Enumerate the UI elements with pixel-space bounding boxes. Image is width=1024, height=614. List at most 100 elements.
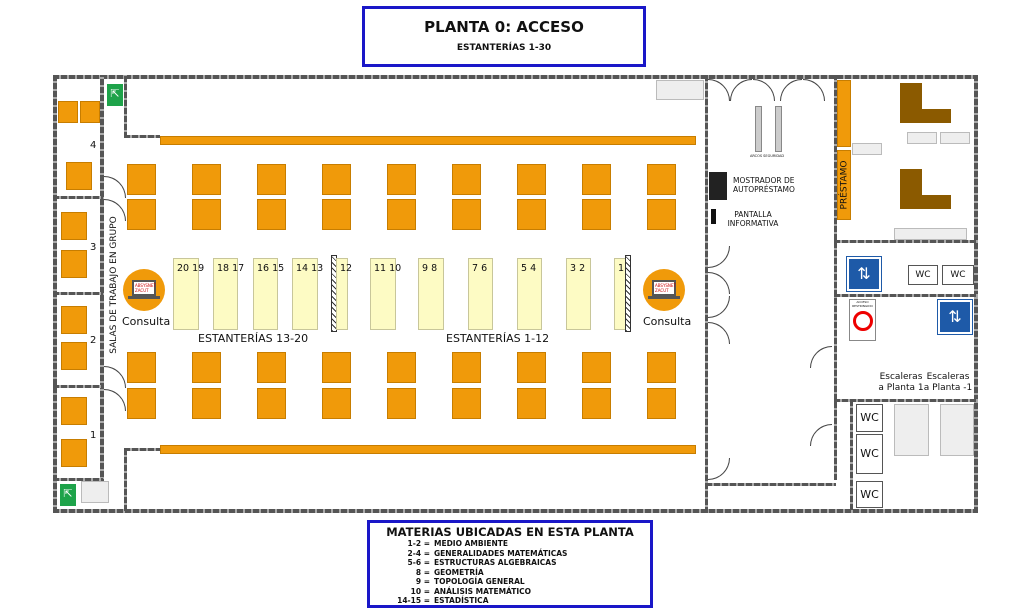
page-title: PLANTA 0: ACCESO [424, 18, 584, 36]
legend-subject: GENERALIDADES MATEMÁTICAS [434, 548, 568, 558]
room-table [61, 397, 87, 425]
door[interactable] [104, 176, 126, 198]
study-table [192, 164, 221, 195]
study-table [192, 388, 221, 419]
entrance-door[interactable] [753, 79, 775, 101]
cabinet [894, 228, 967, 240]
elevator-icon: ⇅ [846, 256, 882, 292]
loan-counter [837, 80, 851, 147]
study-table [452, 388, 481, 419]
room-table [66, 162, 92, 190]
legend-subject: GEOMETRÍA [434, 567, 484, 577]
study-table [647, 388, 676, 419]
desk [922, 195, 951, 209]
wc: WC [908, 265, 938, 285]
study-table [127, 388, 156, 419]
door[interactable] [708, 272, 730, 294]
entrance-door[interactable] [803, 79, 825, 101]
entrance-door[interactable] [780, 79, 802, 101]
shelf: 9 8 [418, 258, 444, 330]
shelf: 14 13 [292, 258, 323, 330]
lobby-wall [706, 483, 836, 486]
legend-item: 14-15 =ESTADÍSTICA [370, 596, 650, 606]
door[interactable] [708, 246, 730, 268]
catalog-terminal-right[interactable]: ABSYSNET ZACUT [643, 269, 685, 311]
study-table [452, 199, 481, 230]
study-table [322, 388, 351, 419]
legend-range: 1-2 = [407, 539, 430, 548]
door[interactable] [104, 366, 126, 388]
room-divider [53, 385, 103, 388]
room-table [61, 306, 87, 334]
service-wall [834, 399, 978, 402]
restricted-label: ACCESO RESTRINGIDO [852, 300, 873, 308]
hall-wall [124, 135, 160, 138]
page-subtitle: ESTANTERÍAS 1-30 [456, 43, 552, 53]
hall-wall [124, 448, 127, 511]
legend-subject: ESTADÍSTICA [434, 596, 489, 605]
study-table [387, 352, 416, 383]
lobby-wall [705, 75, 708, 513]
door[interactable] [708, 296, 730, 318]
hall-wall [124, 75, 127, 138]
self-checkout-label: MOSTRADOR DE AUTOPRÉSTAMO [733, 176, 795, 194]
legend-item: 8 =GEOMETRÍA [370, 568, 650, 578]
staircase-up [894, 404, 929, 456]
study-table [322, 199, 351, 230]
room-table [61, 342, 87, 370]
study-table [582, 199, 611, 230]
shelf: 7 6 [468, 258, 493, 330]
emergency-exit-icon: ⇱ [107, 84, 123, 106]
self-checkout-kiosk-icon [709, 172, 727, 200]
entrance-door[interactable] [730, 79, 752, 101]
door[interactable] [104, 389, 126, 411]
door[interactable] [708, 458, 730, 480]
room-table [80, 101, 100, 123]
legend-subject: ESTRUCTURAS ALGEBRAICAS [434, 558, 557, 567]
study-table [257, 199, 286, 230]
desk [922, 109, 951, 123]
security-gate-label: ARCOS SEGURIDAD [750, 154, 785, 158]
restricted-access-sign: ACCESO RESTRINGIDO [849, 299, 876, 341]
laptop-icon: ABSYSNET ZACUT [132, 280, 156, 296]
room-number: 2 [90, 335, 97, 346]
outer-wall-bottom [53, 509, 978, 513]
laptop-icon: ABSYSNET ZACUT [652, 280, 676, 296]
entrance-door[interactable] [708, 79, 730, 101]
study-table [647, 199, 676, 230]
study-table [387, 388, 416, 419]
consulta-label: Consulta [122, 315, 171, 328]
door[interactable] [810, 346, 832, 368]
study-table [517, 388, 546, 419]
subjects-legend: MATERIAS UBICADAS EN ESTA PLANTA 1-2 =ME… [367, 520, 653, 608]
cabinet [81, 481, 109, 503]
wc: WC [856, 434, 883, 474]
study-table [127, 199, 156, 230]
wc: WC [856, 481, 883, 508]
study-table [517, 164, 546, 195]
group-rooms-label: SALAS DE TRABAJO EN GRUPO [109, 216, 119, 354]
door[interactable] [708, 322, 730, 344]
legend-range: 10 = [410, 586, 430, 596]
study-table [322, 352, 351, 383]
legend-item: 10 =ANÁLISIS MATEMÁTICO [370, 587, 650, 597]
cabinet [656, 80, 704, 100]
no-entry-icon [852, 311, 873, 331]
study-table [192, 352, 221, 383]
hall-wall [124, 448, 160, 451]
cabinet [940, 132, 970, 144]
study-table [257, 388, 286, 419]
study-table [127, 164, 156, 195]
door[interactable] [810, 424, 832, 446]
study-table [517, 199, 546, 230]
wc: WC [856, 404, 883, 432]
shelf: 16 15 [253, 258, 284, 330]
study-table [127, 352, 156, 383]
legend-range: 5-6 = [407, 558, 430, 567]
catalog-terminal-left[interactable]: ABSYSNET ZACUT [123, 269, 165, 311]
shelf: 12 [336, 258, 352, 330]
laptop-base [648, 296, 680, 299]
prestamo-wall [834, 75, 837, 480]
study-table [517, 352, 546, 383]
laptop-base [128, 296, 160, 299]
